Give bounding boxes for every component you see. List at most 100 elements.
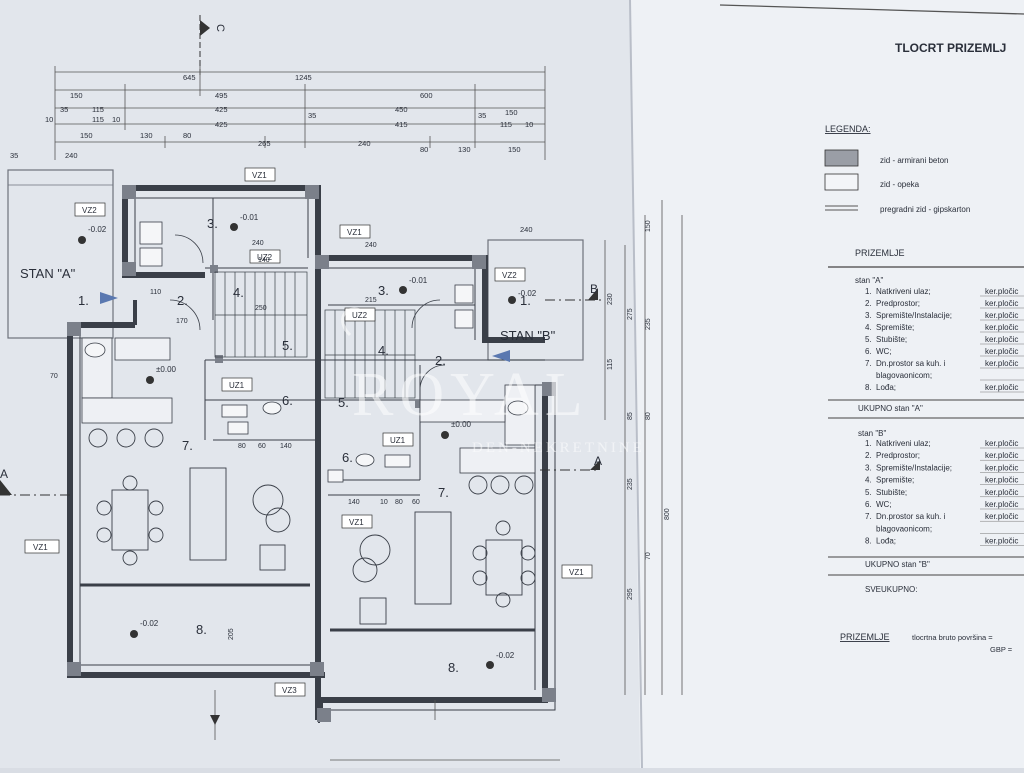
schedule-cell-no: 3. [865,463,872,472]
room-number: 4. [378,343,389,358]
stan-a-entry-outline [7,169,114,339]
room-number: 1. [78,293,89,308]
room-number: 2. [435,353,446,368]
dim-text: 240 [65,151,78,160]
section-c-marker: C [199,15,226,75]
dim-text: 80 [238,443,246,450]
level-value: -0.02 [88,225,107,234]
dim-text: 150 [80,131,93,140]
level-value: -0.01 [240,213,259,222]
dim-text: 235 [645,318,652,330]
dim-text: 450 [395,105,408,114]
schedule-cell-name: WC; [876,500,892,509]
dim-text: 240 [520,225,533,234]
dim-text: 205 [228,628,235,640]
schedule-cell-finish: ker.pločic [985,359,1018,368]
schedule-cell-name: Dn.prostor sa kuh. i [876,512,946,521]
dim-text: 235 [627,478,634,490]
section-c-label: C [214,24,226,32]
tag-text: VZ1 [349,518,364,527]
schedule-cell-no: 6. [865,347,872,356]
inner-dimensions: 240 240 70 140 80 60 140 140 10 80 60 20… [50,240,420,640]
schedule-cell-no: 4. [865,323,872,332]
legend-item: zid - opeka [880,180,920,189]
tag-text: VZ1 [33,543,48,552]
title-rule [719,4,1024,15]
section-b-arrow [588,288,598,300]
schedule-cell-finish: ker.pločic [985,476,1018,485]
room-number: 3. [378,283,389,298]
level-markers: -0.02 -0.01 ±0.00 -0.02 -0.02 -0.01 ±0.0… [78,213,537,669]
dim-text: 110 [150,289,161,296]
right-dimension-values: 150 230 275 115 235 85 80 235 70 295 800 [607,220,671,600]
dim-text: 115 [607,359,614,370]
schedule-cell-finish: ker.pločic [985,287,1018,296]
paper-fold [629,0,643,769]
schedule-cell-finish: ker.pločic [985,463,1018,472]
dim-text: 85 [627,412,634,420]
schedule-cell-no: 7. [865,512,872,521]
tag-text: VZ1 [569,568,584,577]
level-value: ±0.00 [451,420,472,429]
schedule-cell-name: WC; [876,347,892,356]
dim-text: 495 [215,91,228,100]
dim-text: 140 [258,257,270,264]
section-c-arrow-bottom [210,715,220,725]
concrete-wall-blocks [67,185,556,722]
schedule-cell-finish: ker.pločic [985,451,1018,460]
watermark-crown-icon [341,307,361,337]
section-a-arrow-left [0,480,12,495]
dim-text: 80 [420,145,428,154]
room-numbers-b: 1. 2. 3. 4. 5. 6. 7. 8. [338,283,531,675]
dim-text: 35 [10,151,18,160]
schedule-cell-name: Spremište/Instalacije; [876,311,952,320]
section-a-arrow-right [590,460,600,470]
schedule-cell-finish: ker.pločic [985,335,1018,344]
schedule-cell-name: Lođa; [876,383,896,392]
dim-text: 425 [215,105,228,114]
schedule-cell-name: Spremište; [876,476,914,485]
dim-text: 600 [420,91,433,100]
top-dimension-values: 645 1245 150 495 600 35 115 425 450 150 … [10,73,533,234]
schedule-cell-name: Spremište; [876,323,914,332]
level-value: -0.02 [518,289,537,298]
room-number: 8. [196,622,207,637]
schedule-cell-name: Natkriveni ulaz; [876,287,931,296]
dim-text: 425 [215,120,228,129]
door-swings [169,234,446,391]
room-number: 5. [282,338,293,353]
schedule-total: UKUPNO stan "B" [865,560,930,569]
schedule-cell-no: 5. [865,488,872,497]
schedule-unit-label: stan "B" [858,429,887,438]
legend-heading: LEGENDA: [825,124,871,134]
room-number: 3. [207,216,218,231]
schedule-cell-no: 5. [865,335,872,344]
schedule-cell-name: Stubište; [876,488,907,497]
room-number: 7. [182,438,193,453]
schedule-cell-name: Dn.prostor sa kuh. i [876,359,946,368]
dim-text: 80 [395,499,403,506]
legend-item: zid - armirani beton [880,156,948,165]
schedule-cell-name: Predprostor; [876,451,920,460]
unit-label-a: STAN "A" [20,266,76,281]
kitchen-a [81,337,173,424]
unit-label-b: STAN "B" [500,328,556,343]
dim-text: 35 [308,111,316,120]
schedule-cell-finish: ker.pločic [985,347,1018,356]
dim-text: 60 [412,499,420,506]
schedule-cell-finish: ker.pločic [985,537,1018,546]
schedule-cell-name: blagovaonicom; [876,371,932,380]
schedule-heading: PRIZEMLJE [855,248,905,258]
watermark-sub: DEN-NEKRETNINE [472,440,645,456]
room-number: 6. [342,450,353,465]
watermark-brand: ROYAL [352,361,589,429]
schedule-cell-name: Predprostor; [876,299,920,308]
dim-text: 60 [258,443,266,450]
level-value: -0.01 [409,276,428,285]
dim-text: 150 [505,108,518,117]
room-schedule: PRIZEMLJE stan "A" 1.Natkriveni ulaz;ker… [828,248,1024,654]
dim-text: 150 [508,145,521,154]
schedule-cell-finish: ker.pločic [985,439,1018,448]
schedule-cell-finish: ker.pločic [985,383,1018,392]
